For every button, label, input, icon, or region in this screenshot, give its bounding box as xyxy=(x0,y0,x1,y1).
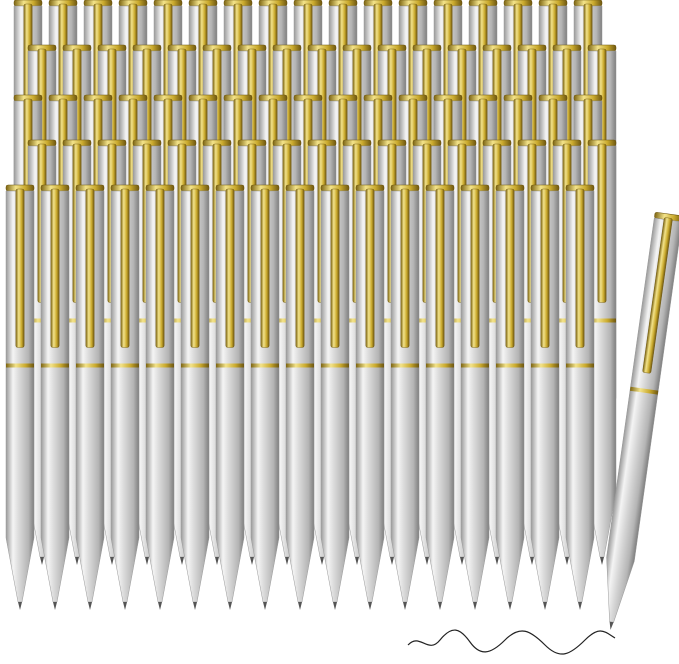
pen xyxy=(587,139,617,565)
pen-tip xyxy=(473,602,477,610)
pen-clip xyxy=(597,143,607,303)
pen-clip xyxy=(260,188,270,348)
pen-clip xyxy=(85,188,95,348)
pen-tip xyxy=(53,602,57,610)
pen-clip xyxy=(365,188,375,348)
pen xyxy=(606,212,679,630)
pen-clip xyxy=(15,188,25,348)
pen-tip xyxy=(530,557,534,565)
pen xyxy=(495,184,525,610)
pen-tip xyxy=(145,557,149,565)
pen xyxy=(425,184,455,610)
pen-gold-band xyxy=(146,363,174,368)
pen-clip xyxy=(330,188,340,348)
pen-gold-band xyxy=(216,363,244,368)
pen-tip xyxy=(543,602,547,610)
pen-group xyxy=(5,0,617,610)
pen-tip xyxy=(460,557,464,565)
pen-tip xyxy=(75,557,79,565)
pen-tip xyxy=(263,602,267,610)
pen-tip xyxy=(355,557,359,565)
pen-tip xyxy=(18,602,22,610)
pen xyxy=(145,184,175,610)
pen-gold-band xyxy=(76,363,104,368)
pen-gold-band xyxy=(321,363,349,368)
pen-tip xyxy=(110,557,114,565)
pen xyxy=(390,184,420,610)
pen-clip xyxy=(155,188,165,348)
angled-pen xyxy=(606,212,679,630)
pen-tip xyxy=(285,557,289,565)
pen-clip xyxy=(642,217,673,374)
pen-tip xyxy=(320,557,324,565)
pen-gold-band xyxy=(461,363,489,368)
pen-tip xyxy=(215,557,219,565)
pen-tip xyxy=(495,557,499,565)
pen xyxy=(320,184,350,610)
pen-tip xyxy=(565,557,569,565)
pen-tip xyxy=(250,557,254,565)
pen xyxy=(110,184,140,610)
pen-tip xyxy=(368,602,372,610)
pen-tip xyxy=(438,602,442,610)
pen xyxy=(40,184,70,610)
pen-tip xyxy=(158,602,162,610)
pen xyxy=(215,184,245,610)
pen xyxy=(5,184,35,610)
pen xyxy=(565,184,595,610)
pen-tip xyxy=(425,557,429,565)
pen-clip xyxy=(575,188,585,348)
pen-clip xyxy=(470,188,480,348)
pen-tip xyxy=(193,602,197,610)
pen-gold-band xyxy=(181,363,209,368)
pen-tip xyxy=(403,602,407,610)
pen-tip xyxy=(123,602,127,610)
pen-gold-band xyxy=(588,318,616,323)
pen-gold-band xyxy=(111,363,139,368)
pen xyxy=(460,184,490,610)
pen xyxy=(180,184,210,610)
pen-gold-band xyxy=(531,363,559,368)
pen-clip xyxy=(295,188,305,348)
pen-clip xyxy=(225,188,235,348)
pen-tip xyxy=(600,557,604,565)
pen-tip xyxy=(333,602,337,610)
pen-gold-band xyxy=(566,363,594,368)
pen-clip xyxy=(190,188,200,348)
pen-tip xyxy=(390,557,394,565)
pen-row xyxy=(5,184,595,610)
pen-gold-band xyxy=(426,363,454,368)
pen-gold-band xyxy=(391,363,419,368)
pen xyxy=(250,184,280,610)
pen-tip xyxy=(508,602,512,610)
pen-gold-band xyxy=(251,363,279,368)
ink-scribble xyxy=(407,629,616,655)
pen-gold-band xyxy=(286,363,314,368)
pen-tip xyxy=(228,602,232,610)
pen-gold-band xyxy=(496,363,524,368)
pen-tip xyxy=(180,557,184,565)
pen xyxy=(530,184,560,610)
pen-clip xyxy=(400,188,410,348)
pen-tip xyxy=(609,621,614,630)
pen-gold-band xyxy=(629,386,659,395)
pen-clip xyxy=(120,188,130,348)
pen-gold-band xyxy=(6,363,34,368)
pen xyxy=(355,184,385,610)
pen-tip xyxy=(578,602,582,610)
pen xyxy=(285,184,315,610)
pen xyxy=(75,184,105,610)
pen-tip xyxy=(88,602,92,610)
pen-clip xyxy=(505,188,515,348)
pen-tip xyxy=(298,602,302,610)
pen-clip xyxy=(540,188,550,348)
pen-gold-band xyxy=(356,363,384,368)
pen-clip xyxy=(50,188,60,348)
pen-gold-band xyxy=(41,363,69,368)
pen-clip xyxy=(435,188,445,348)
pen-tip xyxy=(40,557,44,565)
